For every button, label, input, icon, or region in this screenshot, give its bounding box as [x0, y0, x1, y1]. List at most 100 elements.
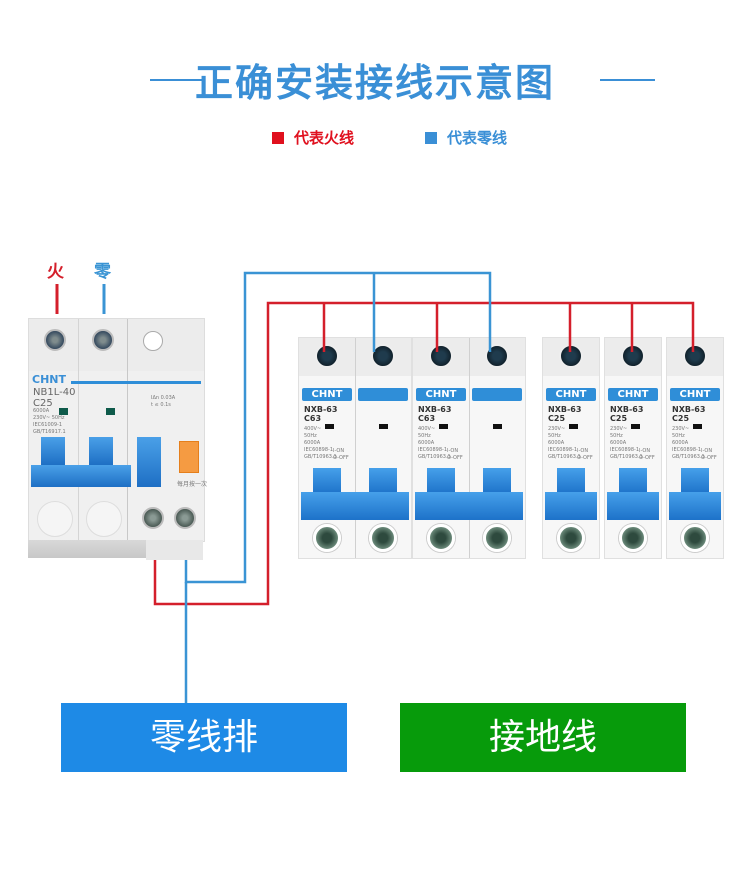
live-label-stub: [55, 284, 59, 314]
mcb-indicator: [325, 424, 334, 429]
mcb-bottom-terminal-icon: [557, 524, 585, 552]
mcb-handle[interactable]: [427, 468, 455, 494]
rcd-trip-1: t ≤ 0.1s: [151, 402, 171, 408]
rcd-neutral-in-terminal-icon: [92, 329, 114, 351]
rcd-breaker: CHNT NB1L-40 C25 6000A 230V~ 50Hz IEC610…: [28, 318, 208, 560]
rcd-handle-bar[interactable]: [31, 465, 131, 487]
rcd-spec-0: 6000A: [33, 408, 50, 414]
mcb-bottom-terminal-icon: [313, 524, 341, 552]
mcb-indicator: [631, 424, 640, 429]
rcd-handle-pole-2[interactable]: [89, 437, 113, 465]
legend-live: 代表火线: [272, 127, 354, 148]
rcd-spec-1: 230V~ 50Hz: [33, 415, 65, 421]
mcb-stripe: [358, 388, 408, 401]
mcb-handle[interactable]: [313, 468, 341, 494]
page-title: 正确安装接线示意图: [194, 61, 555, 105]
rcd-knockout-2: [86, 501, 122, 537]
mcb-toggle-bar[interactable]: [301, 492, 409, 520]
mcb-top-terminal-icon: [559, 344, 583, 368]
mcb-toggle-bar[interactable]: [607, 492, 659, 520]
live-output-wire: [153, 301, 695, 606]
rcd-knockout-1: [37, 501, 73, 537]
mcb-indicator: [693, 424, 702, 429]
rcd-spec-2: IEC61009-1: [33, 422, 63, 428]
mcb-top-terminal-icon: [683, 344, 707, 368]
rcd-indicator-2: [106, 408, 115, 415]
rcd-test-button[interactable]: [179, 441, 199, 473]
legend-live-label: 代表火线: [294, 129, 355, 147]
pole-divider: [78, 319, 79, 541]
mcb-stripe: [472, 388, 522, 401]
rcd-body: CHNT NB1L-40 C25 6000A 230V~ 50Hz IEC610…: [28, 318, 208, 542]
rcd-trip-0: IΔn 0.03A: [151, 395, 176, 401]
mcb-handle[interactable]: [619, 468, 647, 494]
pole-divider: [127, 319, 128, 541]
legend-neutral: 代表零线: [425, 127, 507, 148]
mcb-handle[interactable]: [483, 468, 511, 494]
mcb-top-terminal-icon: [429, 344, 453, 368]
rcd-spec-3: GB/T16917.1: [33, 429, 66, 435]
live-swatch-icon: [272, 131, 284, 144]
pole-divider: [355, 338, 356, 558]
neutral-output-wire: [184, 271, 492, 584]
mcb-indicator: [493, 424, 502, 429]
mcb-brand: CHNT: [670, 388, 720, 401]
legend-neutral-label: 代表零线: [447, 129, 508, 147]
mcb-handle[interactable]: [557, 468, 585, 494]
rcd-indicator-1: [59, 408, 68, 415]
mcb-indicator: [379, 424, 388, 429]
rcd-blank-circle-icon: [143, 331, 163, 351]
mcb-bottom-terminal-icon: [681, 524, 709, 552]
mcb-top-terminal-icon: [315, 344, 339, 368]
mcb-toggle-bar[interactable]: [669, 492, 721, 520]
neutral-swatch-icon: [425, 131, 437, 144]
mcb-brand: CHNT: [546, 388, 596, 401]
neutral-input-label: 零: [94, 262, 111, 282]
rcd-brand-stripe: [71, 381, 201, 384]
rcd-handle-pole-1[interactable]: [41, 437, 65, 465]
rcd-live-in-terminal-icon: [44, 329, 66, 351]
rcd-bottom-cap: [146, 540, 203, 560]
pole-divider: [469, 338, 470, 558]
rcd-neutral-out-terminal-icon: [174, 507, 196, 529]
mcb-handle[interactable]: [681, 468, 709, 494]
mcb-toggle-bar[interactable]: [545, 492, 597, 520]
mcb-bottom-terminal-icon: [483, 524, 511, 552]
mcb-indicator: [569, 424, 578, 429]
ground-bar: 接地线: [400, 703, 686, 772]
title-line-left: [150, 79, 205, 81]
mcb-bottom-terminal-icon: [619, 524, 647, 552]
rcd-handle-pole-3[interactable]: [137, 437, 161, 487]
title-line-right: [600, 79, 655, 81]
rcd-brand: CHNT: [32, 373, 66, 386]
rcd-test-note: 每月按一次: [177, 481, 208, 488]
mcb-indicator: [439, 424, 448, 429]
mcb-handle[interactable]: [369, 468, 397, 494]
rcd-live-out-terminal-icon: [142, 507, 164, 529]
mcb-bottom-terminal-icon: [427, 524, 455, 552]
mcb-bottom-terminal-icon: [369, 524, 397, 552]
mcb-toggle-bar[interactable]: [415, 492, 523, 520]
rcd-rating: C25: [33, 398, 53, 409]
